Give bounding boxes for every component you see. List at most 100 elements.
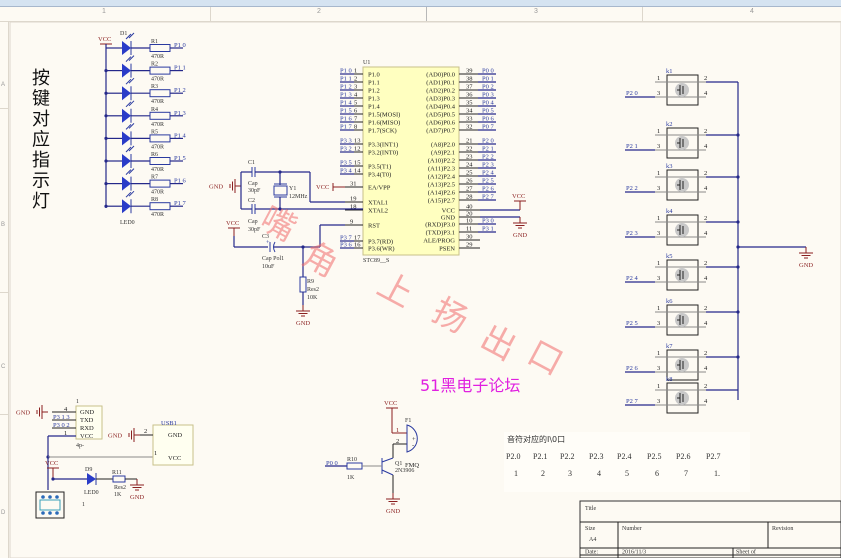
mcu-pin-right[interactable]: 28(A15)P2.7P2 7 — [428, 194, 496, 205]
pin-name: TXD — [80, 417, 94, 424]
net-label: P0 3 — [482, 92, 494, 99]
pin-number: 2 — [704, 128, 707, 135]
usb-connector-body — [152, 424, 194, 466]
switch-link — [39, 499, 61, 511]
mcu-pin-right[interactable]: 11(TXD)P3.1P3 1 — [426, 226, 496, 237]
pin-name: VCC — [80, 433, 93, 440]
mcu-pin-left[interactable]: 7P1.6(MISO)P1 6 — [340, 116, 400, 127]
ruler-row-d: D — [1, 510, 6, 516]
mcu-pin-right[interactable]: 26(A13)P2.5P2 5 — [428, 178, 496, 189]
net-label: P2 6 — [482, 186, 494, 193]
mcu-pin-left[interactable]: 3P1.2P1 2 — [340, 84, 380, 95]
pin-number: 3 — [657, 143, 660, 150]
gnd-label: GND — [386, 508, 400, 515]
junction-dot — [736, 220, 740, 224]
mcu-pin-right[interactable]: 10(RXD)P3.0P3 0 — [425, 218, 496, 229]
pin-number: 11 — [466, 226, 472, 233]
mcu-pin-right[interactable]: 33(AD6)P0.6P0 6 — [426, 116, 496, 127]
pin-number: 34 — [466, 108, 473, 115]
led-arrow — [125, 191, 132, 198]
gnd-label: GND — [799, 262, 813, 269]
pin-number: 29 — [466, 242, 473, 249]
note-value: 6 — [655, 469, 659, 478]
mcu-pin-left[interactable]: 6P1.5(MOSI)P1 5 — [340, 108, 400, 119]
pin-number: 36 — [466, 92, 473, 99]
resistor-value: 470R — [151, 77, 164, 83]
mcu-pin-left[interactable]: 8P1.7(SCK)P1 7 — [340, 124, 397, 135]
net-label: P0 6 — [482, 116, 494, 123]
mcu-pin-left[interactable]: 1P1.0P1 0 — [340, 68, 380, 79]
key-button-icon — [675, 268, 689, 282]
pin-name: P3.3(INT1) — [368, 142, 398, 149]
gnd-symbol: GND — [130, 479, 144, 501]
mcu-pin-right[interactable]: 22(A9)P2.1P2 1 — [431, 146, 496, 157]
pin-name: (AD6)P0.6 — [426, 120, 455, 127]
mcu-pin-right[interactable]: 37(AD2)P0.2P0 2 — [426, 84, 496, 95]
mcu-pin-left[interactable]: 5P1.4P1 4 — [340, 100, 380, 111]
key-button-icon — [675, 136, 689, 150]
ruler-col-1: 1 — [102, 8, 106, 15]
net-label: P1 6 — [174, 178, 186, 185]
mcu-pin-right[interactable]: 23(A10)P2.2P2 2 — [428, 154, 496, 165]
buzzer-ref: F1 — [405, 418, 411, 424]
mcu-pin-right[interactable]: 25(A12)P2.4P2 4 — [428, 170, 496, 181]
mcu-pin-right[interactable]: 21(A8)P2.0P2 0 — [431, 138, 496, 149]
led-icon — [122, 63, 131, 78]
pin-number: 4 — [704, 398, 708, 405]
r11-ref: R11 — [112, 470, 122, 476]
pin-number: 3 — [657, 185, 660, 192]
pin-number: 1 — [657, 350, 660, 357]
q1-part: 2N3906 — [395, 468, 414, 474]
mcu-pin-left[interactable]: 2P1.1P1 1 — [340, 76, 380, 87]
pin-name: (A14)P2.6 — [428, 190, 456, 197]
vcc-symbol: VCC — [98, 36, 112, 52]
ruler-row-a: A — [1, 82, 6, 88]
mcu-pin-right[interactable]: 34(AD5)P0.5P0 5 — [426, 108, 496, 119]
resistor-icon — [149, 89, 171, 98]
mcu-pin-right[interactable]: 36(AD3)P0.3P0 3 — [426, 92, 496, 103]
mcu-pin-right[interactable]: 24(A11)P2.3P2 3 — [428, 162, 496, 173]
gnd-label: GND — [108, 433, 122, 440]
net-label: P1 1 — [174, 65, 186, 72]
key-body — [666, 74, 699, 106]
power-switch[interactable] — [35, 491, 65, 519]
mcu-pin-right[interactable]: 32(AD7)P0.7P0 7 — [426, 124, 496, 135]
buzzer-icon — [406, 424, 418, 453]
pin-number: 4 — [704, 185, 708, 192]
mcu-pin-right[interactable]: 35(AD4)P0.4P0 4 — [426, 100, 496, 111]
title-char: 指 — [32, 150, 50, 171]
pin-number: 2 — [704, 350, 707, 357]
mcu-pin-right[interactable]: 38(AD1)P0.1P0 1 — [426, 76, 496, 87]
mcu-pin-left[interactable]: 4P1.3P1 3 — [340, 92, 380, 103]
led-arrow — [128, 55, 135, 61]
pin-name: (A12)P2.4 — [428, 174, 456, 181]
mcu-pin-right[interactable]: 27(A14)P2.6P2 6 — [428, 186, 496, 197]
pin-number: 1 — [657, 215, 660, 222]
mcu-pin-right[interactable]: 39(AD0)P0.0P0 0 — [426, 68, 496, 79]
